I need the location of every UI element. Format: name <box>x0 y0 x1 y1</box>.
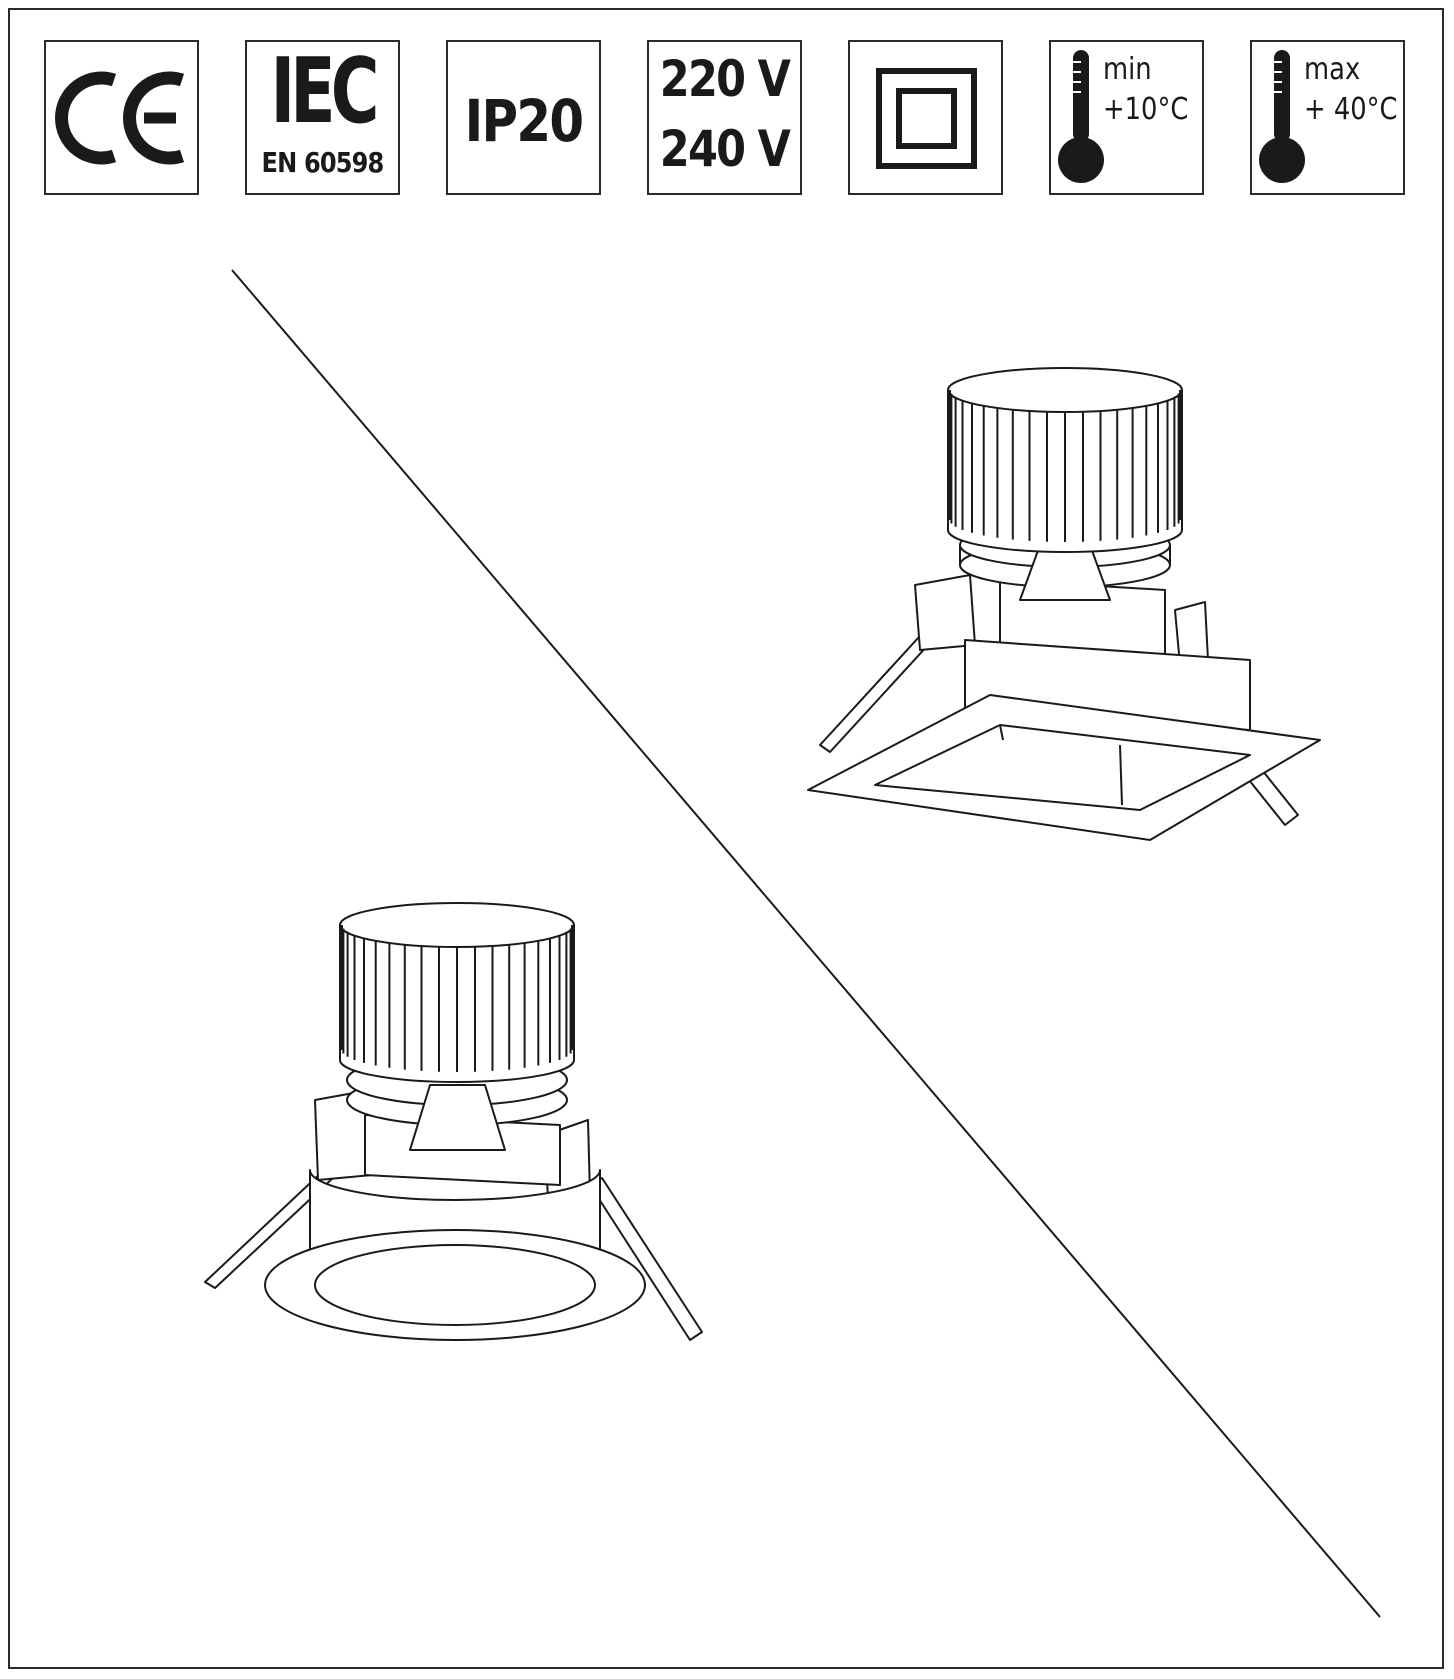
ip-rating-label: IP20 <box>464 87 584 155</box>
thermometer-icon <box>1058 50 1104 183</box>
round-recessed-downlight <box>204 902 703 1341</box>
ip-rating-badge: IP20 <box>446 40 601 195</box>
max-temperature-label: max <box>1304 52 1361 87</box>
class-ii-badge <box>848 40 1003 195</box>
double-square-icon <box>876 68 977 169</box>
square-recessed-downlight <box>807 367 1321 841</box>
round-heatsink-fins <box>341 925 573 1072</box>
max-temperature-value: + 40°C <box>1304 92 1398 127</box>
iec-standard-label: EN 60598 <box>261 146 385 179</box>
voltage-line-1: 220 V <box>659 50 791 108</box>
min-temperature-label: min <box>1103 52 1152 87</box>
min-temperature-value: +10°C <box>1103 92 1189 127</box>
diagonal-divider <box>231 269 1381 1618</box>
page-frame <box>8 8 1444 1669</box>
ce-mark-icon <box>55 71 185 165</box>
voltage-badge: 220 V 240 V <box>647 40 802 195</box>
thermometer-icon <box>1259 50 1305 183</box>
max-temperature-badge: max + 40°C <box>1250 40 1405 195</box>
voltage-line-2: 240 V <box>659 120 791 178</box>
square-heatsink-fins <box>949 390 1181 542</box>
iec-badge: IEC EN 60598 <box>245 40 400 195</box>
iec-label: IEC <box>270 39 379 144</box>
ce-mark-badge <box>44 40 199 195</box>
min-temperature-badge: min +10°C <box>1049 40 1204 195</box>
